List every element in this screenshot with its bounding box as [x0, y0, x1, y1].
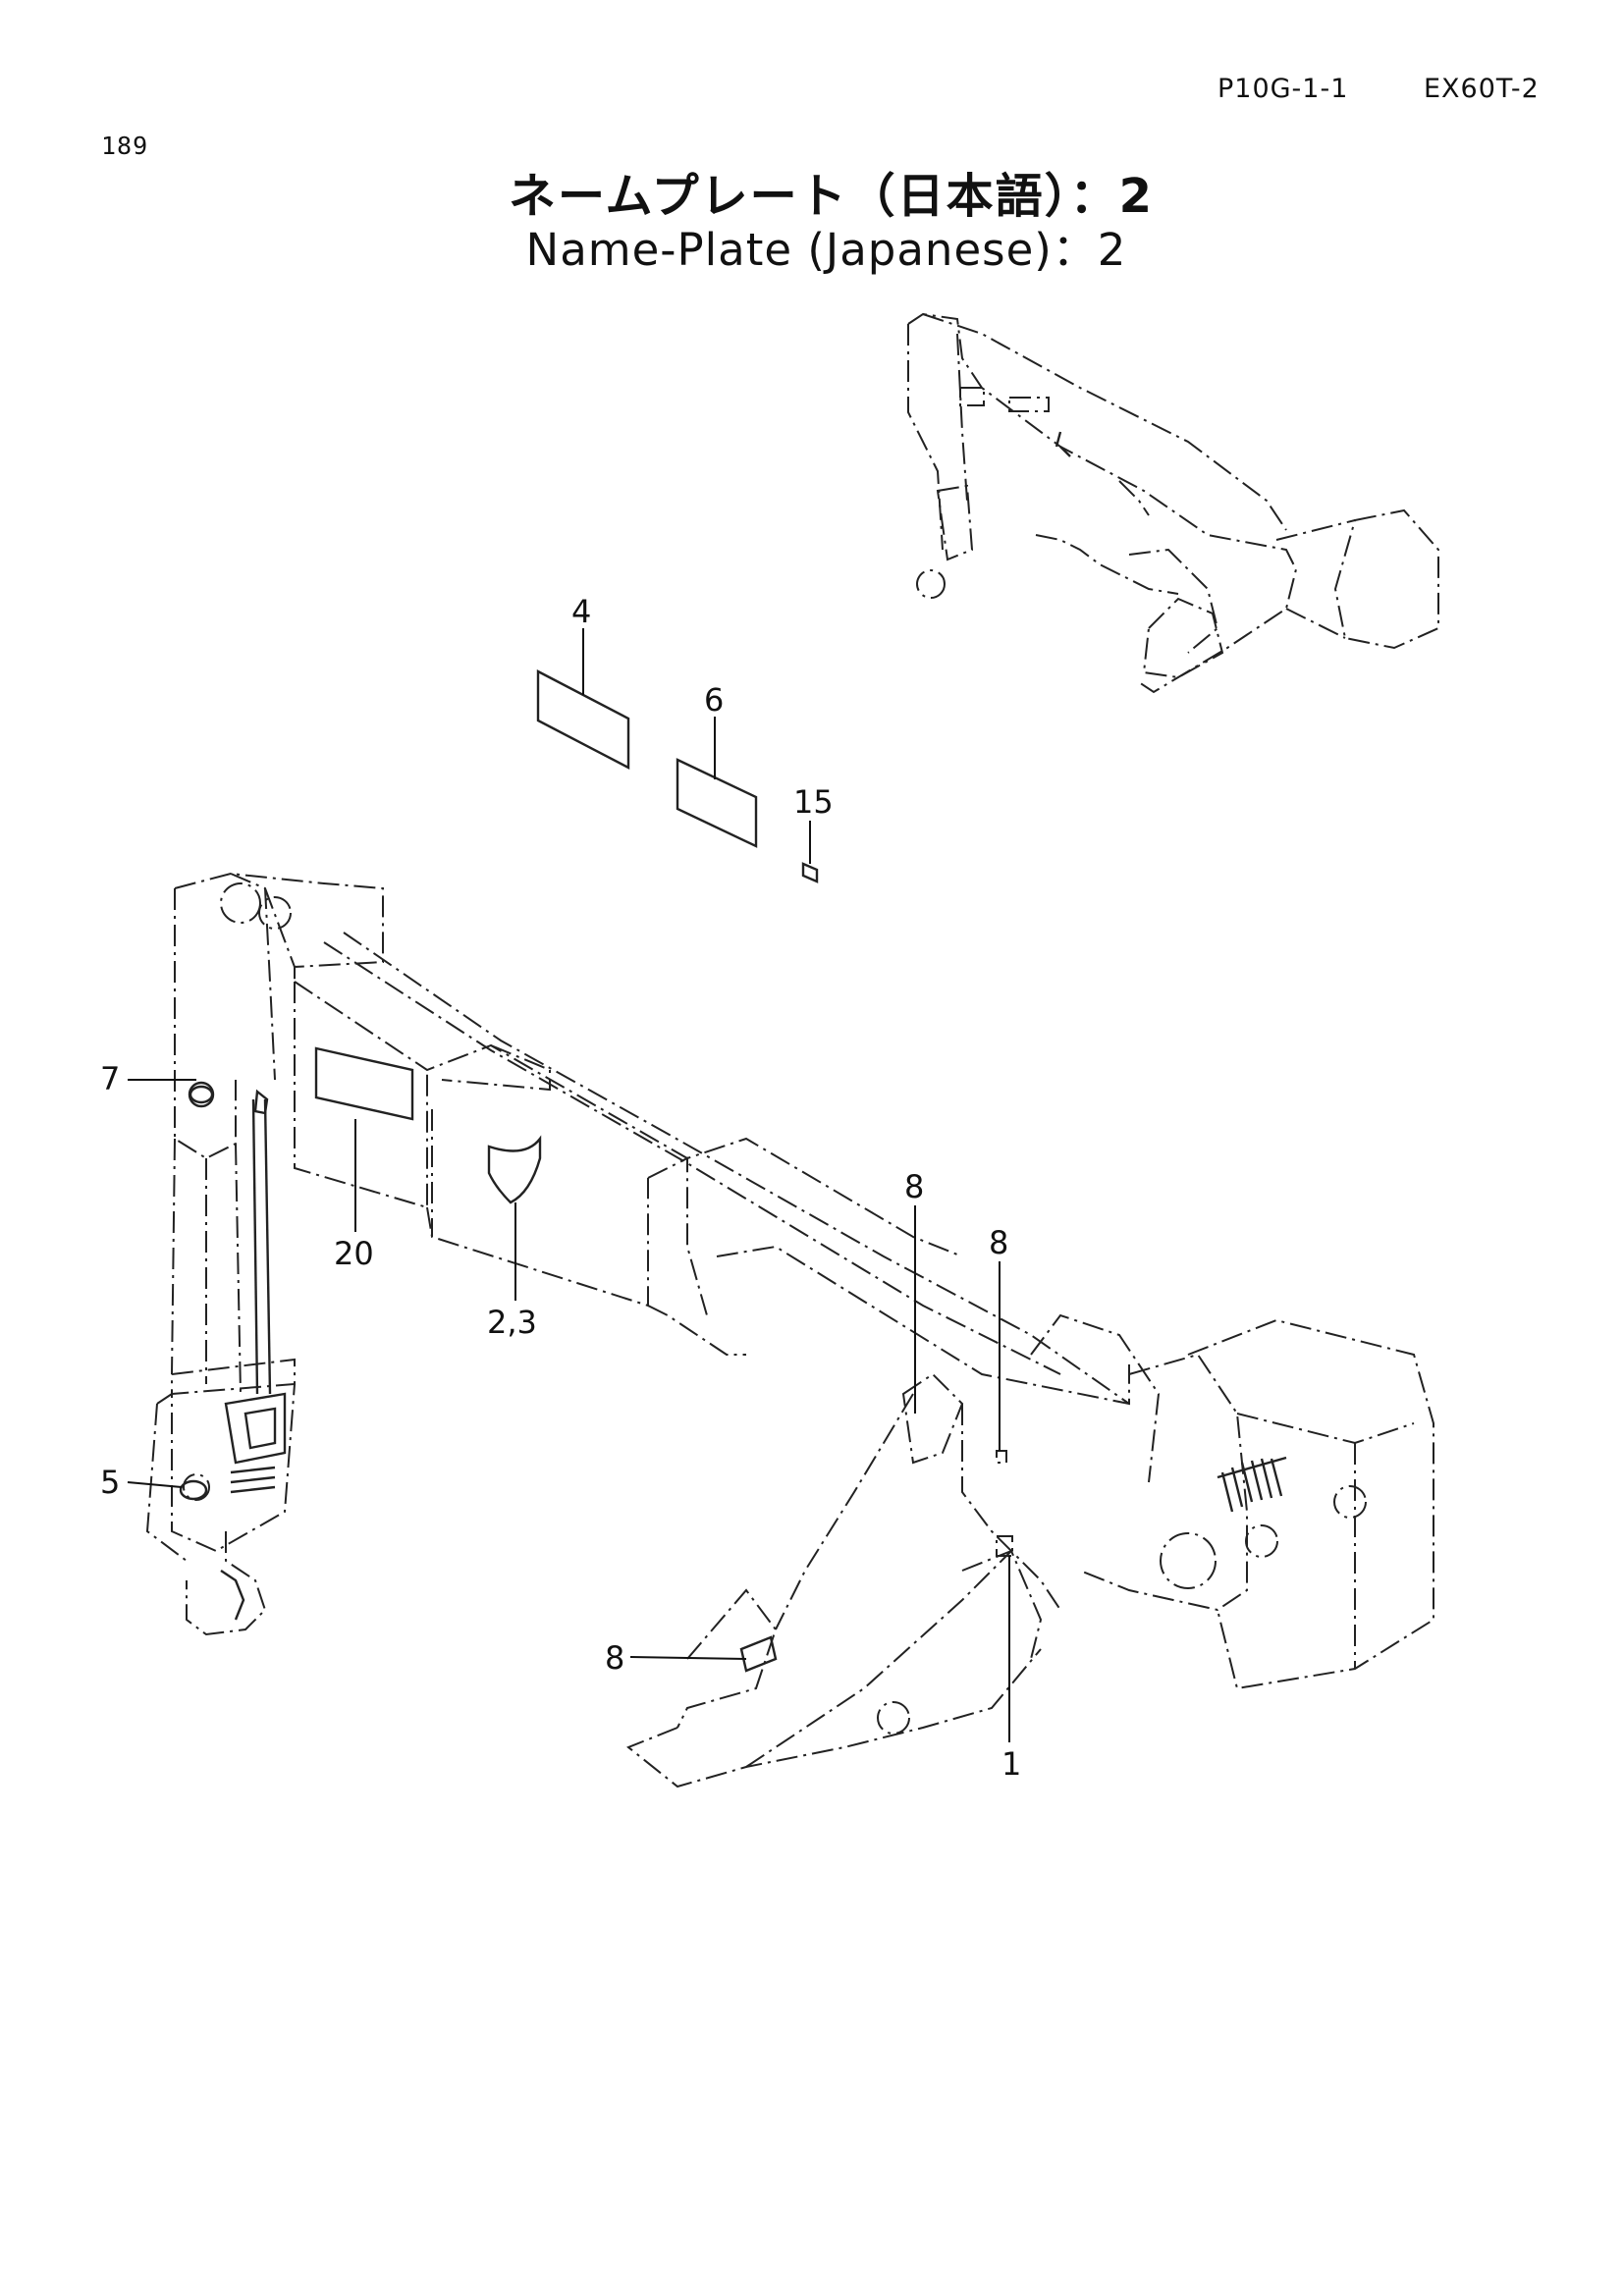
callout-8-a: 8	[904, 1168, 924, 1205]
overview-crane-drawing	[907, 312, 1439, 694]
model-code: EX60T-2	[1424, 74, 1540, 104]
callout-labels: 4 6 15 7 20 2,3 8 8 5 8 1	[100, 593, 1021, 1783]
callout-8-b: 8	[989, 1224, 1008, 1261]
plate-1-mounted	[996, 1535, 1013, 1557]
title-english: Name-Plate (Japanese)：2	[525, 224, 1127, 276]
plate-6	[676, 717, 758, 848]
callout-8-c: 8	[605, 1639, 624, 1677]
callout-4: 4	[571, 593, 591, 630]
callout-20: 20	[334, 1235, 374, 1272]
plate-15	[801, 821, 819, 883]
callout-15: 15	[793, 783, 834, 821]
callout-2-3: 2,3	[487, 1304, 537, 1341]
plate-4	[536, 628, 630, 770]
plate-5-mounted	[179, 1479, 208, 1501]
title-japanese: ネームプレート（日本語）：2	[508, 169, 1155, 224]
plate-2-3-mounted	[487, 1135, 542, 1204]
plate-20-mounted	[314, 1046, 414, 1121]
plate-7-mounted	[189, 1085, 214, 1104]
plate-8-mounted-c	[739, 1635, 778, 1673]
leader-lines	[127, 1079, 1010, 1742]
main-crane-drawing	[145, 872, 1434, 1789]
plate-8-mounted-b	[996, 1450, 1007, 1464]
callout-5: 5	[100, 1464, 120, 1501]
page-number: 189	[101, 132, 149, 160]
callout-1: 1	[1001, 1745, 1021, 1783]
callout-6: 6	[704, 681, 724, 719]
callout-7: 7	[100, 1060, 120, 1097]
reference-code: P10G-1-1	[1217, 74, 1349, 104]
